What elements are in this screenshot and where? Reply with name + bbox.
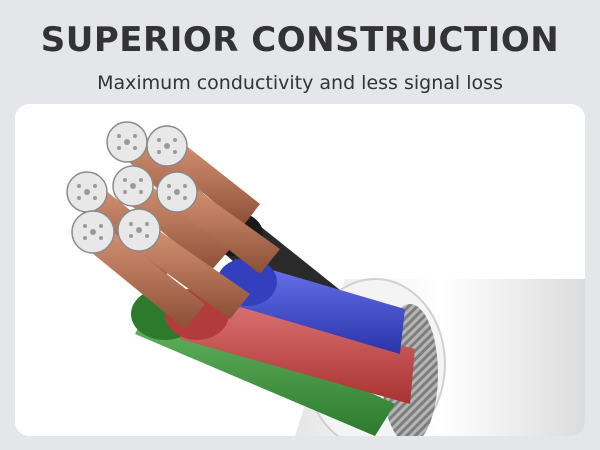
page-subtitle: Maximum conductivity and less signal los… xyxy=(97,72,503,94)
page-title: SUPERIOR CONSTRUCTION xyxy=(40,20,560,60)
cable-illustration xyxy=(66,121,585,436)
product-photo xyxy=(15,104,585,436)
strand-end-dots xyxy=(77,134,187,240)
